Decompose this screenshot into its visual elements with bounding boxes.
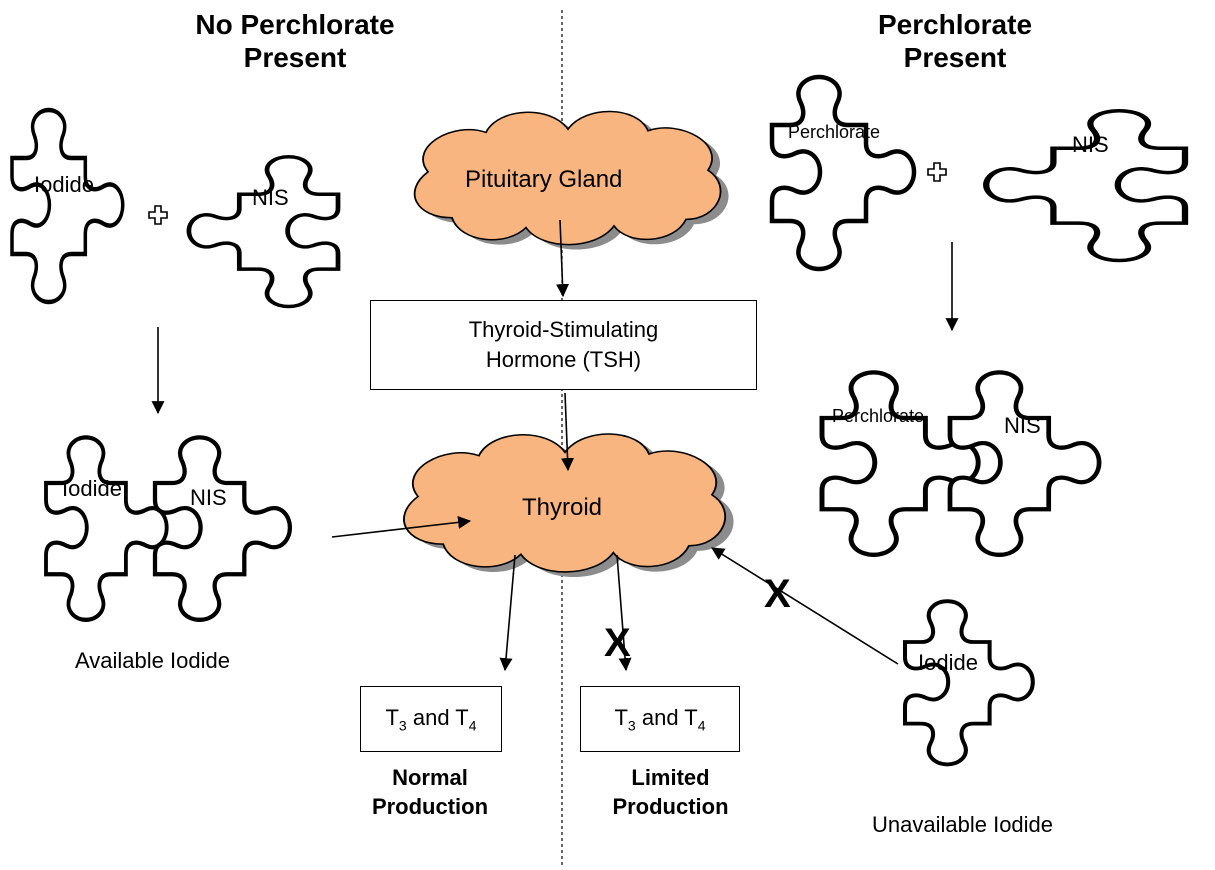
nis-puzzle-piece-left <box>189 157 338 307</box>
perchlorate-label-combined-right: Perchlorate <box>832 406 925 426</box>
available-iodide-caption: Available Iodide <box>75 648 230 673</box>
pituitary-gland-label: Pituitary Gland <box>465 166 623 193</box>
right-title-line2: Present <box>903 42 1007 73</box>
limited-production-label: Limited Production <box>612 765 729 819</box>
nis-label-left: NIS <box>252 185 289 210</box>
t3-t4-normal-box: T3 and T4 <box>360 686 502 752</box>
arrow-available-iodide-to-thyroid <box>331 515 472 538</box>
iodide-label-right: Iodide <box>918 650 978 675</box>
perchlorate-puzzle-piece-right <box>772 77 914 269</box>
perchlorate-puzzle-piece-combined-right <box>822 372 978 554</box>
unavailable-iodide-caption: Unavailable Iodide <box>872 812 1054 837</box>
nis-label-combined-left: NIS <box>190 485 227 510</box>
block-mark-limited: X <box>604 621 631 665</box>
tsh-box: Thyroid-Stimulating Hormone (TSH) <box>370 300 757 390</box>
iodide-puzzle-piece-right <box>905 601 1033 764</box>
nis-label-combined-right: NIS <box>1004 413 1041 438</box>
perchlorate-label-right: Perchlorate <box>788 122 881 142</box>
arrow-thyroid-to-normal-output <box>499 554 516 672</box>
iodide-puzzle-piece-left <box>12 110 123 302</box>
iodide-label-combined-left: Iodide <box>62 476 122 501</box>
right-title: Perchlorate Present <box>805 8 1105 74</box>
nis-puzzle-piece-combined-left <box>155 437 290 619</box>
arrow-pituitary-to-tsh <box>556 219 570 298</box>
plus-icon <box>148 205 168 225</box>
tsh-line2: Hormone (TSH) <box>485 347 642 372</box>
right-title-line1: Perchlorate <box>877 9 1033 40</box>
t3-t4-limited-box: T3 and T4 <box>580 686 740 752</box>
iodide-puzzle-piece-combined-left <box>46 437 167 619</box>
nis-label-right: NIS <box>1072 132 1109 157</box>
left-title-line1: No Perchlorate <box>195 9 395 40</box>
tsh-line1: Thyroid-Stimulating <box>468 317 659 342</box>
left-title: No Perchlorate Present <box>140 8 450 74</box>
arrow-tsh-to-thyroid <box>561 392 575 472</box>
iodide-label-left: Iodide <box>34 172 94 197</box>
left-title-line2: Present <box>243 42 347 73</box>
block-mark-iodide: X <box>764 572 791 616</box>
arrow-unavailable-iodide-to-thyroid <box>711 547 899 665</box>
normal-production-label: Normal Production <box>371 765 489 819</box>
thyroid-label: Thyroid <box>522 494 603 521</box>
arrow-thyroid-to-limited-output <box>616 554 632 672</box>
plus-icon <box>927 162 947 182</box>
